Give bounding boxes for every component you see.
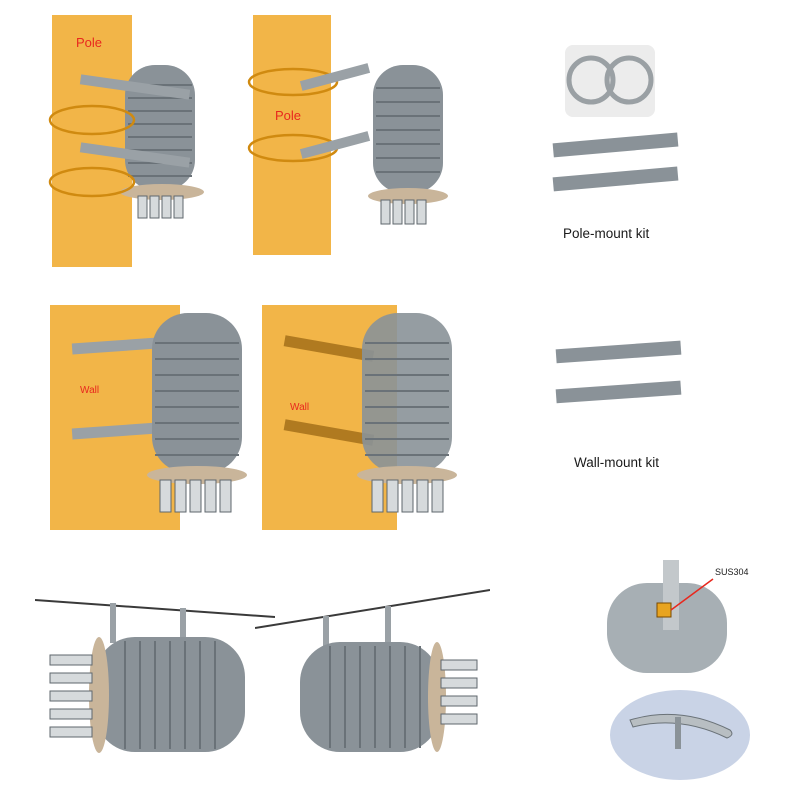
mount-bracket-upper xyxy=(79,74,191,100)
pole-mount-kit: Pole-mount kit xyxy=(545,40,695,250)
pole-label: Pole xyxy=(275,108,302,123)
hose-clamp-upper xyxy=(247,67,339,97)
mount-bracket-lower xyxy=(299,131,371,159)
hose-clamps-photo xyxy=(565,45,655,117)
wall-label: Wall xyxy=(80,385,100,396)
wall-mount-kit-label: Wall-mount kit xyxy=(574,455,660,470)
hanger-bolt xyxy=(656,602,672,618)
closure-body xyxy=(362,313,452,473)
mount-bracket-upper xyxy=(283,335,375,362)
pole-mount-kit-label: Pole-mount kit xyxy=(563,226,650,241)
pole-mount-view-2: Pole xyxy=(245,10,465,260)
hanger-detail-illustration xyxy=(607,560,750,780)
pole-mount-illustration-2 xyxy=(247,15,448,255)
hanger-hook xyxy=(110,603,116,643)
wall-label: Wall xyxy=(290,402,310,413)
messenger-cable xyxy=(255,589,490,629)
hanger-hook xyxy=(323,616,329,654)
aerial-mount-view-1 xyxy=(35,575,275,785)
pole-mount-illustration-1 xyxy=(48,15,204,267)
hanger-hook xyxy=(385,606,391,648)
hanger-hook xyxy=(180,608,186,648)
closure-body xyxy=(152,313,242,473)
wall-mount-kit: Wall-mount kit xyxy=(548,335,698,475)
mount-bracket-lower xyxy=(283,419,375,446)
hanger-detail: SUS304 xyxy=(605,555,790,785)
wall-mount-view-2: Wall xyxy=(262,305,462,530)
wall-mount-illustration-1 xyxy=(50,305,247,530)
wall-mount-illustration-2 xyxy=(262,305,457,530)
aerial-mount-illustration-1 xyxy=(35,599,275,753)
messenger-cable xyxy=(35,599,275,618)
pole-shape xyxy=(52,15,132,267)
pole-mount-kit-illustration xyxy=(552,45,679,192)
aerial-mount-illustration-2 xyxy=(255,589,490,752)
mount-bracket-upper xyxy=(299,63,371,91)
wall-mount-kit-illustration xyxy=(555,340,682,404)
mount-bracket-lower xyxy=(79,142,191,168)
mount-bracket-upper xyxy=(71,336,173,355)
closure-base-ring xyxy=(89,637,109,753)
wall-mount-view-1: Wall xyxy=(50,305,250,530)
callout-arrow xyxy=(670,578,714,611)
hose-clamp-icon xyxy=(566,55,616,105)
hanger-hook-icon xyxy=(629,713,733,739)
pole-mount-view-1: Pole xyxy=(40,10,210,268)
hanger-strap xyxy=(663,560,679,630)
mount-bracket xyxy=(552,132,679,158)
material-label: SUS304 xyxy=(715,567,749,577)
pole-label: Pole xyxy=(76,35,103,50)
hook-bolt xyxy=(675,717,681,749)
mount-bracket-lower xyxy=(71,421,173,440)
aerial-mount-view-2 xyxy=(255,580,490,780)
mount-bracket xyxy=(552,166,679,192)
hose-clamp-upper xyxy=(48,104,136,136)
hose-clamp-icon xyxy=(604,55,654,105)
hose-clamp-lower xyxy=(48,166,136,198)
mount-bracket xyxy=(555,380,682,404)
mount-bracket xyxy=(555,340,682,364)
